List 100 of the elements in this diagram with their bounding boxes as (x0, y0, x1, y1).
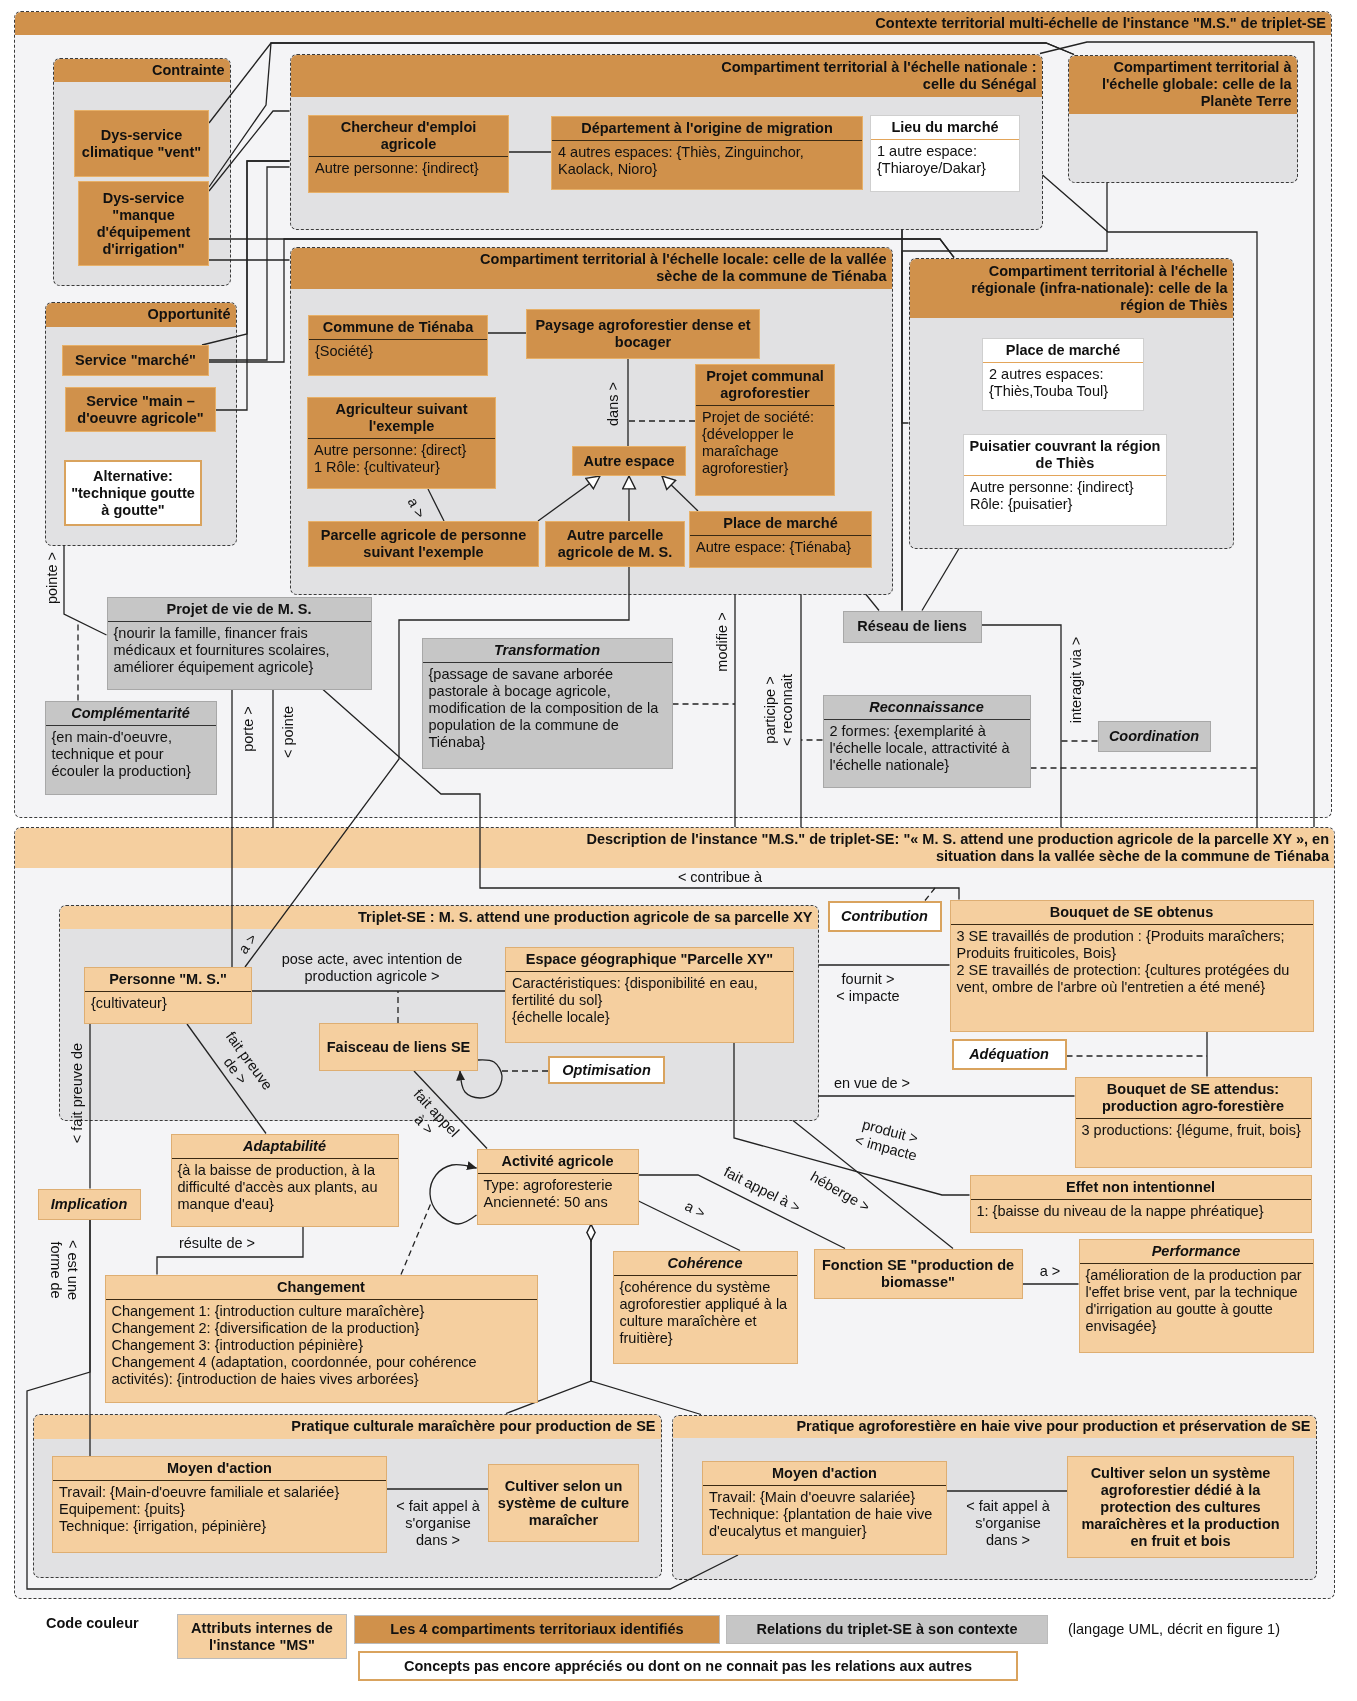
attribute-text: 2 SE travaillés de protection: {cultures protégées du vent, ombre de l'arbre où l'entretien a été mené} (955, 961, 1291, 996)
class-box (963, 434, 1167, 526)
edge-label: a > (403, 493, 430, 523)
class-box (44, 700, 217, 795)
association-line (800, 593, 802, 828)
group-title: Compartiment territorial à l'échelle locale: celle de la vallée sèche de la commune de Tiénaba (479, 251, 887, 285)
group-title: Pratique culturale maraîchère pour production de SE (291, 1418, 656, 1435)
association-line (817, 1095, 1076, 1097)
edge-label: en vue de > (832, 1074, 912, 1092)
class-box (551, 116, 863, 190)
association-line (921, 547, 960, 612)
attribute-text: {cohérence du système agroforestier appliqué à la culture maraîchère et fruitière} (618, 1278, 789, 1347)
association-line (322, 688, 960, 901)
class-name: Faisceau de liens SE (325, 1037, 472, 1057)
group-title: Opportunité (147, 306, 231, 323)
class-name: Changement (105, 1275, 537, 1300)
class-box (1067, 1456, 1294, 1558)
attribute-text: 2 formes: {exemplarité à l'échelle locale, attractivité à l'échelle nationale} (828, 722, 1011, 774)
class-name: Lieu du marché (871, 116, 1019, 140)
class-name: Adaptabilité (171, 1134, 398, 1159)
class-box (37, 1188, 141, 1220)
edge-label: < est une forme de (47, 1238, 81, 1303)
association-line (792, 1119, 954, 1250)
association-class-link (1060, 740, 1099, 742)
group-frame (32, 1413, 662, 1578)
association-line (427, 488, 445, 522)
class-box (689, 511, 872, 568)
association-line (208, 166, 291, 361)
legend-label: Attributs internes de l'instance "MS" (190, 1619, 334, 1654)
note-text: (langage UML, décrit en figure 1) (1068, 1621, 1280, 1638)
edge-label: a > (1038, 1262, 1062, 1280)
class-name: Autre parcelle agricole de M. S. (556, 526, 674, 562)
association-line (156, 1225, 304, 1276)
class-box (545, 521, 685, 567)
class-name: Alternative: "technique goutte à goutte" (70, 466, 196, 520)
association-line (272, 688, 274, 828)
class-name: Moyen d'action (703, 1462, 946, 1486)
generalization-arrow (537, 475, 601, 522)
association-line (980, 624, 1062, 828)
class-box (842, 610, 982, 643)
class-name: Coordination (1107, 726, 1201, 746)
class-box (62, 345, 209, 376)
class-box (307, 397, 496, 489)
group-title: Triplet-SE : M. S. attend une production agricole de sa parcelle XY (358, 908, 813, 926)
group-frame (52, 57, 231, 286)
association-line (637, 1174, 846, 1250)
class-box (104, 1274, 538, 1403)
association-line (386, 1488, 489, 1490)
attribute-text: Changement 3: {introduction pépinière} (110, 1336, 364, 1354)
edge-label: porte > (239, 705, 257, 754)
attribute-text: {à la baisse de production, à la difficulté d'accès aux plants, au manque d'eau} (176, 1161, 379, 1213)
association-class-link (671, 703, 736, 705)
class-box (982, 338, 1144, 411)
attribute-text: Technique: {plantation de haie vive d'eucalytus et manguier} (708, 1506, 934, 1540)
attribute-text: 4 autres espaces: {Thiès, Zinguinchor, Kaolack, Nioro} (557, 144, 805, 178)
edge-label: dans > (604, 381, 622, 428)
class-name: Service "marché" (74, 351, 197, 370)
association-line (63, 544, 108, 636)
legend-label: Les 4 compartiments territoriaux identifiés (390, 1621, 684, 1638)
edge-label: fait appel à > (720, 1162, 805, 1218)
attribute-text: {en main-d'oeuvre, technique et pour écouler la production} (50, 728, 192, 780)
association-line (1041, 174, 1258, 828)
attribute-text: Rôle: {puisatier} (969, 496, 1074, 513)
edge-label: résulte de > (177, 1234, 257, 1252)
association-class-link (1029, 767, 1258, 769)
class-name: Implication (49, 1194, 129, 1214)
association-line (251, 990, 506, 992)
attribute-text: Caractéristiques: {disponibilité en eau, fertilité du sol} (511, 975, 759, 1009)
class-box (308, 521, 539, 567)
association-line (208, 259, 291, 261)
edge-label: pointe > (43, 551, 61, 606)
class-box (308, 115, 509, 193)
class-name: Adéquation (968, 1044, 1050, 1064)
class-name: Puisatier couvrant la région de Thiès (964, 435, 1166, 476)
attribute-text: 3 SE travaillés de prodution : {Produits maraîchers; Produits fruiticoles, Bois} (955, 927, 1286, 962)
association-line (413, 1070, 488, 1150)
association-line (1039, 41, 1315, 828)
class-name: Complémentarité (45, 701, 216, 726)
attribute-text: Autre personne: {direct} (313, 442, 468, 459)
group-title: Compartiment territorial à l'échelle globale: celle de la Planète Terre (1100, 59, 1292, 110)
association-line (186, 1023, 267, 1135)
class-box (572, 446, 686, 476)
association-line (901, 228, 910, 424)
class-box (949, 899, 1314, 1032)
class-name: Moyen d'action (53, 1457, 386, 1481)
class-box (870, 115, 1020, 192)
association-class-link (501, 1070, 549, 1072)
group-frame (1067, 54, 1298, 183)
aggregation-line (586, 1223, 702, 1416)
class-name: Paysage agroforestier dense et bocager (534, 316, 752, 352)
attribute-text: {Société} (314, 343, 375, 360)
class-name: Commune de Tiénaba (309, 316, 487, 340)
class-name: Place de marché (690, 512, 871, 536)
class-box (1097, 720, 1211, 752)
attribute-text: {nourir la famille, financer frais médicaux et fournitures scolaires, améliorer équipement agricole} (112, 624, 331, 676)
group-title: Pratique agroforestière en haie vive pour production et préservation de SE (796, 1418, 1311, 1435)
class-box (84, 967, 252, 1024)
class-name: Cultiver selon un système de culture maraîcher (496, 1476, 631, 1530)
association-line (946, 1490, 1068, 1492)
class-name: Performance (1079, 1239, 1313, 1264)
